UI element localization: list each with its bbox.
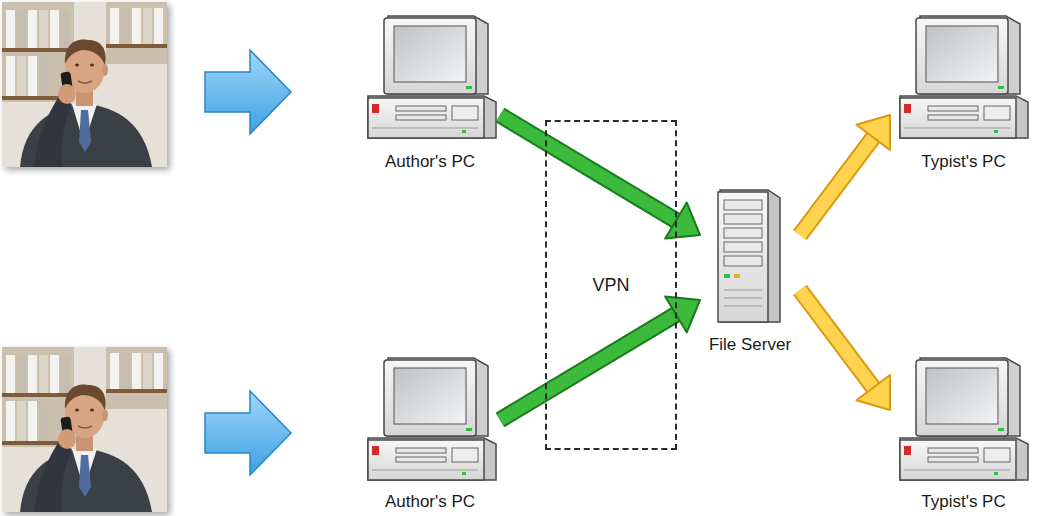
arrow-head	[856, 115, 890, 150]
dictation-arrow	[205, 50, 291, 134]
flow-arrow	[800, 115, 890, 235]
arrow-shaft	[500, 313, 678, 420]
node-label: File Server	[709, 335, 791, 355]
arrow-head	[665, 203, 700, 239]
arrow-head	[665, 296, 700, 332]
flow-arrow	[800, 290, 890, 410]
node-label: Typist's PC	[921, 492, 1006, 512]
server-icon	[718, 190, 780, 322]
node-label: Author's PC	[385, 152, 475, 172]
arrow-shaft	[800, 290, 874, 389]
pc-icon	[900, 358, 1028, 480]
pc-icon	[368, 16, 496, 138]
node-label: Author's PC	[385, 492, 475, 512]
pc-icon	[368, 358, 496, 480]
dictation-arrow	[205, 391, 291, 475]
arrow-shaft	[800, 136, 874, 235]
arrow-head	[856, 375, 890, 410]
node-label: Typist's PC	[921, 152, 1006, 172]
vpn-tunnel: VPN	[545, 120, 677, 450]
arrow-shaft	[500, 115, 678, 222]
typist-pc: Typist's PC	[890, 348, 1037, 514]
arrow-shaft	[500, 313, 678, 420]
flow-arrow	[500, 296, 700, 420]
author-pc: Author's PC	[360, 8, 500, 174]
author-pc: Author's PC	[360, 348, 500, 514]
typist-pc: Typist's PC	[890, 8, 1037, 174]
arrow-shaft	[800, 136, 874, 235]
author-photo	[2, 347, 167, 512]
pc-icon	[900, 16, 1028, 138]
arrow-shaft	[800, 290, 874, 389]
author-photo	[2, 2, 167, 167]
arrow-shaft	[500, 115, 678, 222]
flow-arrow	[500, 115, 700, 239]
file-server: File Server	[700, 185, 800, 357]
node-label: VPN	[592, 275, 629, 295]
